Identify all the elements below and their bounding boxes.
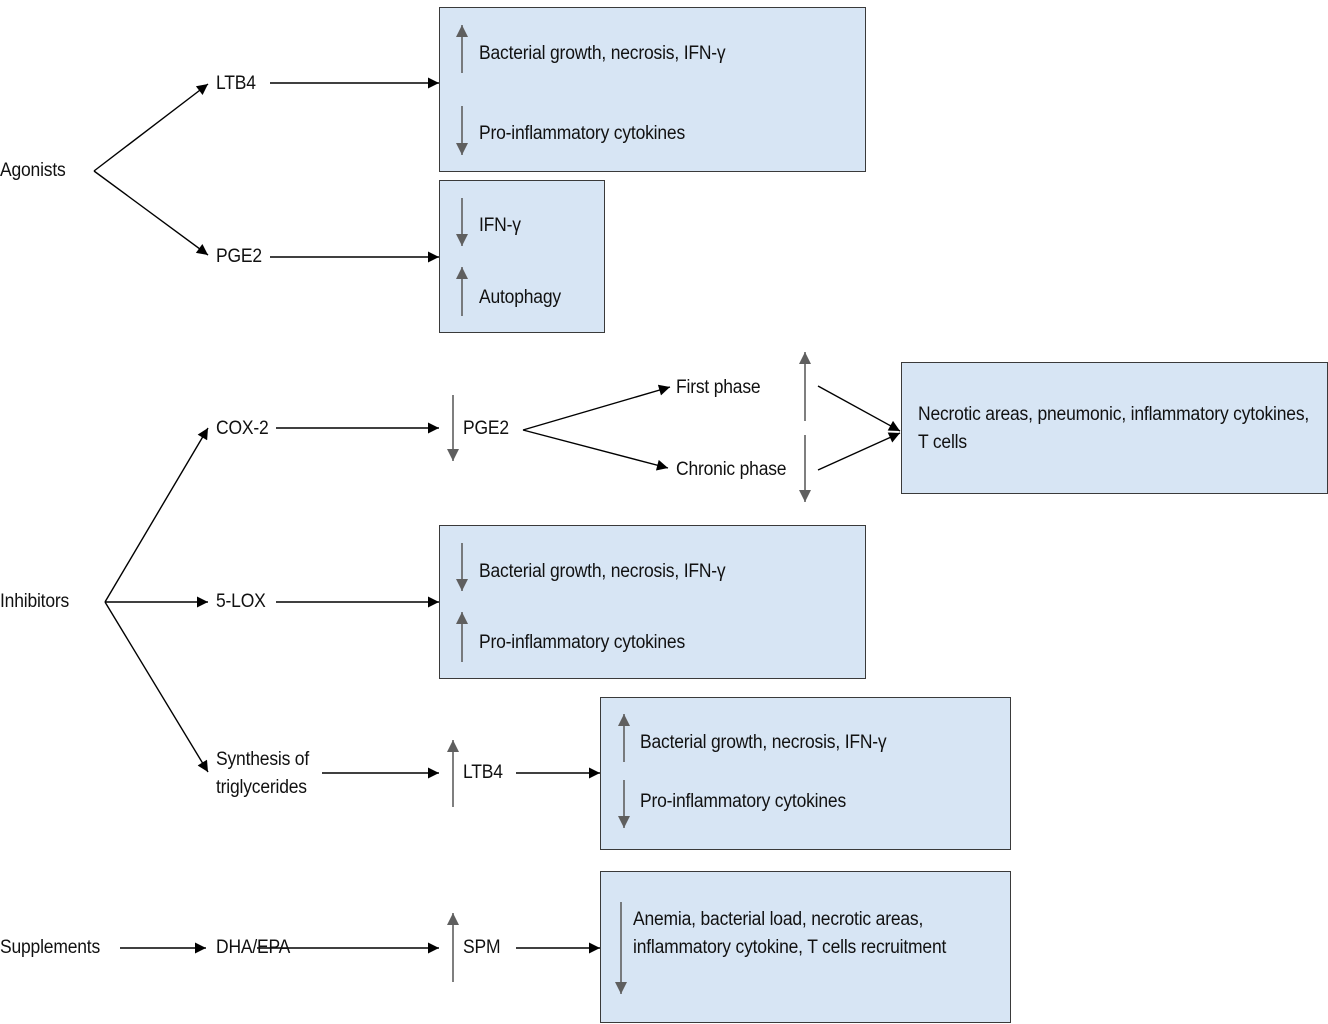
effect-item: Anemia, bacterial load, necrotic areas, … [633, 909, 947, 958]
spm-increased-label: SPM [463, 937, 501, 958]
effect-item: Pro-inflammatory cytokines [640, 791, 847, 812]
ltb4-increased-label: LTB4 [463, 762, 503, 783]
arrow-inhibitors-triglycerides [104, 601, 209, 773]
agonists-label: Agonists [0, 160, 66, 181]
5lox-label: 5-LOX [216, 591, 266, 612]
cox2-label: COX-2 [216, 418, 269, 439]
indicator-icons [456, 198, 468, 316]
triglycerides-label-line2: triglycerides [216, 777, 307, 798]
effect-item: Bacterial growth, necrosis, IFN-γ [640, 732, 887, 753]
ltb4-effects-box: Bacterial growth, necrosis, IFN-γ Pro-in… [439, 7, 866, 172]
pge2-label: PGE2 [216, 246, 262, 267]
phase-effects-box: Necrotic areas, pneumonic, inflammatory … [901, 362, 1328, 494]
arrow-agonists-pge2 [93, 170, 209, 256]
effect-item: Bacterial growth, necrosis, IFN-γ [479, 561, 726, 582]
arrow-pge2-first-phase [522, 384, 671, 431]
indicator-icons [456, 25, 468, 155]
spm-effects-box: Anemia, bacterial load, necrotic areas, … [600, 871, 1011, 1023]
arrow-inhibitors-cox2 [104, 427, 209, 603]
effect-item: IFN-γ [479, 215, 521, 236]
effect-item: Bacterial growth, necrosis, IFN-γ [479, 43, 726, 64]
inhibitors-label: Inhibitors [0, 591, 70, 612]
indicator-icons [456, 543, 468, 662]
first-phase-label: First phase [676, 377, 761, 398]
triglycerides-effects-box: Bacterial growth, necrosis, IFN-γ Pro-in… [600, 697, 1011, 850]
arrow-chronic-phase-box [817, 432, 901, 471]
dha-epa-label: DHA/EPA [216, 937, 291, 958]
effect-item: Necrotic areas, pneumonic, inflammatory … [918, 404, 1310, 453]
arrow-first-phase-box [817, 385, 901, 432]
supplements-label: Supplements [0, 937, 101, 958]
effect-item: Pro-inflammatory cytokines [479, 123, 686, 144]
pge2-decreased-label: PGE2 [463, 418, 509, 439]
pge2-effects-box: IFN-γ Autophagy [439, 180, 605, 333]
chronic-phase-label: Chronic phase [676, 459, 787, 480]
arrow-agonists-ltb4 [93, 83, 209, 172]
effect-item: Pro-inflammatory cytokines [479, 632, 686, 653]
triglycerides-label-line1: Synthesis of [216, 749, 310, 770]
effect-item: Autophagy [479, 287, 561, 308]
indicator-icons [615, 902, 627, 994]
arrow-pge2-chronic-phase [522, 429, 669, 471]
ltb4-label: LTB4 [216, 73, 256, 94]
indicator-icons [618, 714, 630, 828]
5lox-effects-box: Bacterial growth, necrosis, IFN-γ Pro-in… [439, 525, 866, 679]
